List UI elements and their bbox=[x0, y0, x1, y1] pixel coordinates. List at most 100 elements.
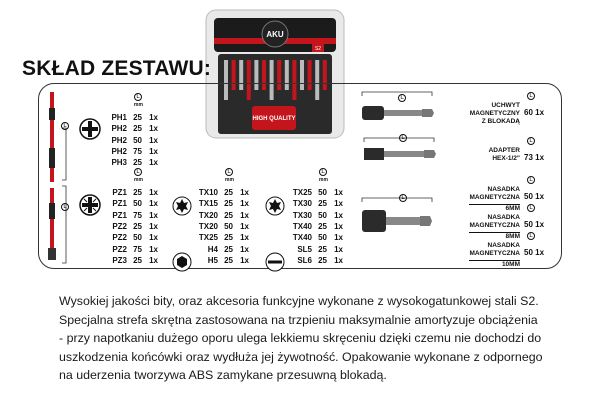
bit-length: 25 bbox=[224, 244, 233, 254]
bit-code: SL6 bbox=[297, 255, 312, 265]
bit-quantity: 1x bbox=[149, 255, 158, 265]
bit-code: PH2 bbox=[111, 135, 127, 145]
description-line: - przy napotkaniu dużego oporu ulega lek… bbox=[59, 331, 542, 346]
bit-row: PH2 50 1x bbox=[104, 136, 158, 145]
bit-length: 25 bbox=[318, 221, 327, 231]
length-symbol-icon: L bbox=[527, 137, 535, 145]
package-bit bbox=[262, 60, 266, 90]
package-bit bbox=[322, 60, 327, 90]
bit-code: PH2 bbox=[111, 146, 127, 156]
description-line: na uderzenia tworzywa ABS zamykane przes… bbox=[59, 368, 387, 383]
bit-row: TX40 50 1x bbox=[289, 233, 343, 242]
accessory-length: 50 bbox=[524, 192, 533, 201]
package-bit bbox=[224, 60, 228, 100]
torx-tip-icon bbox=[265, 196, 285, 216]
bit-quantity: 1x bbox=[149, 135, 158, 145]
accessory-quantity: 1x bbox=[535, 108, 545, 117]
package-bit bbox=[246, 60, 251, 100]
bit-length: 25 bbox=[133, 188, 142, 197]
bit-length: 50 bbox=[318, 210, 327, 220]
bit-code: PH3 bbox=[111, 158, 127, 168]
accessory-value: 50 1x bbox=[524, 220, 544, 229]
length-symbol-icon: L bbox=[527, 176, 535, 184]
bit-code: TX20 bbox=[198, 221, 218, 231]
bit-quantity: 1x bbox=[240, 221, 249, 231]
bit-quantity: 1x bbox=[149, 146, 158, 156]
bit-length: 25 bbox=[133, 255, 142, 265]
bit-code: PZ1 bbox=[112, 210, 127, 220]
pozidriv-tip-icon bbox=[79, 194, 101, 216]
bit-quantity: 1x bbox=[334, 233, 343, 243]
length-symbol-icon: L bbox=[527, 92, 535, 100]
bit-code: TX40 bbox=[292, 221, 312, 231]
accessory-value: 73 1x bbox=[524, 153, 544, 162]
bit-code: TX30 bbox=[292, 210, 312, 220]
bit-code: TX40 bbox=[292, 233, 312, 243]
package-bit bbox=[315, 60, 320, 100]
description-line: uszkodzenia końcówki oraz wydłuża jej ży… bbox=[59, 349, 543, 364]
length-symbol-icon: L bbox=[527, 232, 535, 240]
accessory-label-line: UCHWYT bbox=[491, 102, 520, 109]
bit-length: 25 bbox=[133, 221, 142, 231]
bit-length: 25 bbox=[133, 158, 142, 168]
accessory-label-line: MAGNETYCZNA bbox=[469, 250, 520, 257]
bit-quantity: 1x bbox=[334, 244, 343, 254]
bit-quantity: 1x bbox=[334, 255, 343, 265]
length-symbol-icon: L bbox=[134, 168, 142, 176]
bit-quantity: 1x bbox=[149, 199, 158, 209]
bit-length: 25 bbox=[133, 124, 142, 134]
accessory-label-line: NASADKA bbox=[487, 242, 521, 249]
length-symbol-icon: L bbox=[134, 93, 142, 101]
bit-quantity: 1x bbox=[149, 244, 158, 254]
section-title: SKŁAD ZESTAWU: bbox=[22, 57, 212, 80]
bit-quantity: 1x bbox=[334, 199, 343, 209]
bit-row: PZ1 50 1x bbox=[104, 199, 158, 208]
package-bit bbox=[239, 60, 244, 90]
phillips-tip-icon bbox=[79, 118, 101, 140]
accessory-label-line: MAGNETYCZNA bbox=[469, 222, 520, 229]
accessory-quantity: 1x bbox=[535, 153, 545, 162]
product-description: Wysokiej jakości bity, oraz akcesoria fu… bbox=[59, 292, 579, 385]
bit-code: H5 bbox=[207, 255, 218, 265]
bit-quantity: 1x bbox=[240, 210, 249, 220]
bit-length: 50 bbox=[318, 233, 327, 243]
bit-quantity: 1x bbox=[149, 188, 158, 197]
bit-length: 25 bbox=[224, 210, 233, 220]
bit-code: PZ2 bbox=[112, 244, 127, 254]
bit-quantity: 1x bbox=[240, 188, 249, 197]
accessory-quantity: 1x bbox=[535, 248, 545, 257]
bit-length: 50 bbox=[133, 135, 142, 145]
accessory-quantity: 1x bbox=[535, 220, 545, 229]
bit-code: SL5 bbox=[297, 244, 312, 254]
length-symbol-icon: L bbox=[319, 168, 327, 176]
package-bit bbox=[254, 60, 259, 90]
length-symbol-icon: L bbox=[399, 134, 407, 142]
bit-length: 25 bbox=[318, 255, 327, 265]
length-symbol-icon: L bbox=[61, 122, 69, 130]
description-line: Wysokiej jakości bity, oraz akcesoria fu… bbox=[59, 294, 539, 308]
bit-code: PZ1 bbox=[112, 199, 127, 209]
package-bit bbox=[277, 60, 282, 90]
unit-label: mm bbox=[134, 102, 143, 108]
accessory-label-line: NASADKA bbox=[487, 186, 521, 193]
bit-quantity: 1x bbox=[334, 210, 343, 220]
bit-quantity: 1x bbox=[334, 188, 343, 197]
bit-quantity: 1x bbox=[240, 255, 249, 265]
accessories-illustration bbox=[361, 91, 436, 232]
bit-quantity: 1x bbox=[334, 221, 343, 231]
bit-length: 50 bbox=[318, 188, 327, 197]
bit-quantity: 1x bbox=[149, 233, 158, 243]
bit-length: 50 bbox=[133, 199, 142, 209]
accessory-length: 60 bbox=[524, 108, 533, 117]
